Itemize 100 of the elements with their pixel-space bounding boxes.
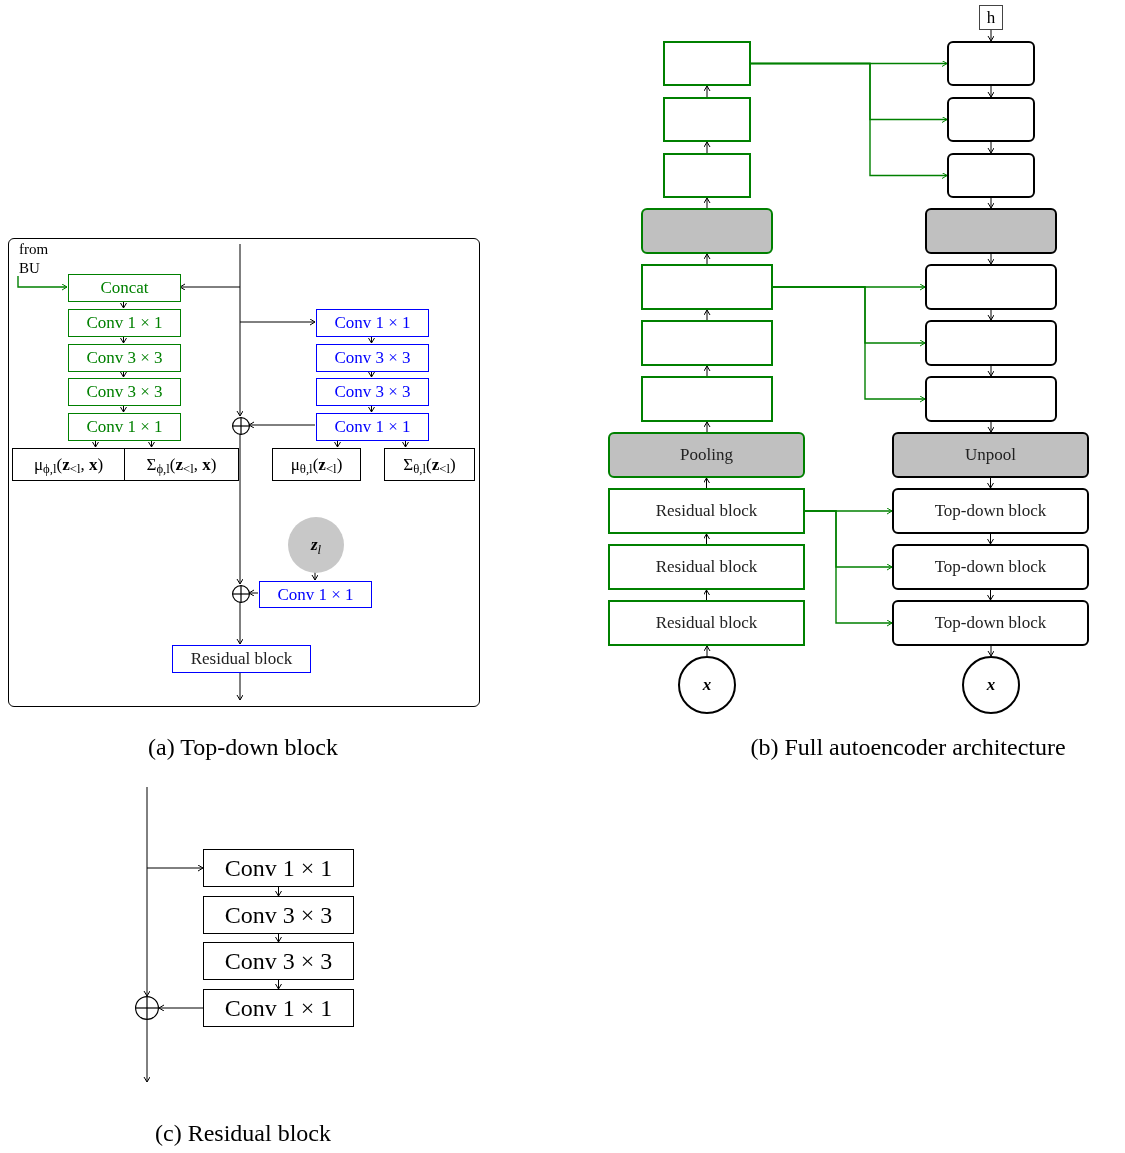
caption-text: (c) Residual block (154, 1119, 332, 1148)
arrow (120, 300, 127, 309)
arrow (772, 286, 926, 403)
arrow (703, 365, 711, 377)
caption-text: (b) Full autoencoder architecture (749, 733, 1067, 762)
arrow (987, 29, 995, 42)
arrow (987, 85, 995, 98)
conv-box: Conv 1 × 1 (316, 413, 429, 441)
arrow (804, 510, 893, 627)
layer-box (663, 41, 751, 86)
arrow (275, 886, 282, 897)
text-label: from BU (16, 241, 64, 277)
top-down-box: Top-down block (892, 544, 1089, 590)
arrow (987, 141, 995, 154)
arrow (179, 283, 241, 291)
arrow (368, 335, 375, 344)
arrow (987, 589, 994, 601)
residual-box: Residual block (172, 645, 311, 673)
arrow (987, 533, 994, 545)
conv-box: Conv 1 × 1 (68, 413, 181, 441)
arrow (275, 933, 282, 943)
arrow (987, 309, 995, 321)
arrow (402, 439, 409, 448)
residual-box: Residual block (608, 488, 805, 534)
residual-box: Residual block (608, 544, 805, 590)
pooling-box: Pooling (608, 432, 805, 478)
arrow (987, 365, 995, 377)
panel-frame (8, 238, 480, 707)
arrow (239, 318, 316, 326)
parameter-box: Σ$_{ϕ,l}$(z$_{<l}$, x) (124, 448, 239, 481)
arrow (17, 275, 68, 291)
conv-box: Conv 1 × 1 (203, 989, 354, 1027)
arrow (703, 477, 710, 489)
arrow (236, 671, 244, 701)
arrow (236, 243, 244, 417)
arrow (311, 571, 319, 581)
conv-box: Conv 3 × 3 (316, 344, 429, 372)
top-down-box: Top-down block (892, 488, 1089, 534)
arrow (703, 85, 711, 98)
arrow (703, 197, 711, 209)
arrow (143, 1019, 151, 1083)
layer-box (663, 97, 751, 142)
conv-box: Conv 3 × 3 (68, 378, 181, 406)
layer-box (925, 376, 1057, 422)
layer-box (947, 97, 1035, 142)
arrow (703, 141, 711, 154)
conv-box: Conv 1 × 1 (203, 849, 354, 887)
arrow (703, 533, 710, 545)
layer-box (947, 41, 1035, 86)
parameter-box: Σ$_{θ,l}$(z$_{<l}$) (384, 448, 475, 481)
top-down-box: Top-down block (892, 600, 1089, 646)
concat-box: Concat (68, 274, 181, 302)
conv-box: Conv 3 × 3 (203, 942, 354, 980)
conv-box: Conv 3 × 3 (203, 896, 354, 934)
state-box: h (979, 5, 1003, 30)
layer-box (641, 264, 773, 310)
arrow (750, 62, 948, 179)
arrow (987, 421, 995, 433)
arrow (148, 439, 155, 448)
layer-box (925, 320, 1057, 366)
pooling-box (641, 208, 773, 254)
layer-box (641, 376, 773, 422)
arrow (703, 645, 711, 657)
arrow (120, 370, 127, 378)
arrow (120, 404, 127, 413)
arrow (987, 197, 995, 209)
arrow (987, 253, 995, 265)
layer-box (663, 153, 751, 198)
arrow (368, 370, 375, 378)
arrow (703, 589, 710, 601)
conv-box: Conv 1 × 1 (68, 309, 181, 337)
residual-box: Residual block (608, 600, 805, 646)
conv-box: Conv 3 × 3 (316, 378, 429, 406)
arrow (248, 421, 316, 429)
arrow (158, 1004, 204, 1012)
arrow (987, 477, 994, 489)
conv-box: Conv 3 × 3 (68, 344, 181, 372)
unpool-box: Unpool (892, 432, 1089, 478)
arrow (703, 309, 711, 321)
arrow (334, 439, 341, 448)
conv-box: Conv 1 × 1 (316, 309, 429, 337)
arrow (275, 979, 282, 990)
conv-box: Conv 1 × 1 (259, 581, 372, 608)
unpool-box (925, 208, 1057, 254)
arrow (236, 601, 244, 645)
arrow (987, 645, 995, 657)
arrow (248, 589, 259, 597)
parameter-box: μ$_{θ,l}$(z$_{<l}$) (272, 448, 361, 481)
layer-box (641, 320, 773, 366)
caption-text: (a) Top-down block (147, 733, 339, 762)
arrow (703, 421, 711, 433)
layer-box (925, 264, 1057, 310)
arrow (368, 404, 375, 413)
arrow (92, 439, 99, 448)
arrow (120, 335, 127, 344)
parameter-box: μ$_{ϕ,l}$(z$_{<l}$, x) (12, 448, 125, 481)
arrow (143, 786, 151, 997)
arrow (236, 433, 244, 585)
layer-box (947, 153, 1035, 198)
arrow (703, 253, 711, 265)
